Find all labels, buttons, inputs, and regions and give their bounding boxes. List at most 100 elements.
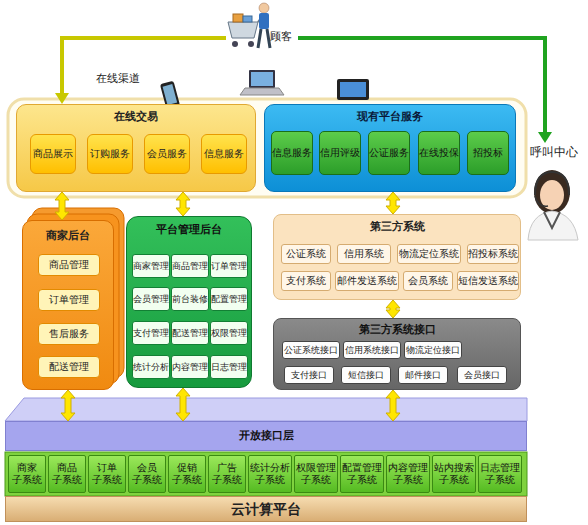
person-head [259, 3, 269, 13]
node-label: 商品 子系统 [49, 462, 85, 486]
cart-goods [243, 16, 252, 22]
system-box: 信用系统 [337, 244, 391, 264]
module-box: 前台装修 [171, 287, 209, 311]
service-box: 信息服务 [201, 134, 247, 174]
node-label: 内容管理 [172, 362, 208, 373]
node-label: 订单 子系统 [89, 462, 125, 486]
module-box: 支付管理 [132, 321, 170, 345]
connector-line [298, 38, 545, 134]
module-box: 配送管理 [38, 356, 100, 378]
node-label: 订单管理 [211, 261, 247, 272]
laptop-base [240, 88, 284, 95]
module-box: 统计分析 [132, 355, 170, 379]
node-label: 顾客 [270, 30, 292, 43]
tablet-screen [340, 82, 366, 97]
subsystem-box: 权限管理 子系统 [294, 455, 338, 493]
channel-label: 在线渠道 [96, 72, 140, 85]
node-label: 商品管理 [49, 259, 89, 271]
module-box: 商品管理 [38, 254, 100, 276]
node-label: 会员系统 [408, 275, 448, 287]
service-box: 订购服务 [87, 134, 133, 174]
node-label: 权限管理 子系统 [295, 462, 337, 486]
subsystem-box: 商家 子系统 [8, 455, 46, 493]
node-label: 招投标系统 [468, 248, 518, 260]
module-box: 订单管理 [210, 254, 248, 278]
module-box: 会员管理 [132, 287, 170, 311]
system-box: 邮件发送系统 [335, 271, 399, 291]
service-box: 在线投保 [418, 131, 460, 175]
cart-goods [233, 14, 243, 22]
node-label: 订单管理 [49, 294, 89, 306]
cart-wheel [232, 41, 238, 47]
group-box: 第三方系统接口公证系统接口信用系统接口物流定位接口支付接口短信接口邮件接口会员接… [273, 318, 521, 390]
node-label: 商品展示 [33, 148, 73, 160]
node-label: 短信接口 [348, 370, 384, 381]
node-label: 开放接口层 [239, 429, 294, 442]
node-label: 配送管理 [49, 361, 89, 373]
subsystem-box: 商品 子系统 [48, 455, 86, 493]
node-label: 订购服务 [90, 148, 130, 160]
actor-node: 顾客 [226, 2, 298, 54]
interface-box: 会员接口 [457, 366, 507, 384]
group-heading: 第三方系统接口 [274, 323, 520, 336]
module-box: 配置管理 [210, 287, 248, 311]
outer-frame [8, 99, 526, 197]
subsystem-box: 会员 子系统 [128, 455, 166, 493]
connector [55, 192, 69, 220]
node-label: 售后服务 [49, 328, 89, 340]
module-box: 内容管理 [171, 355, 209, 379]
subsystem-box: 统计分析 子系统 [248, 455, 292, 493]
group-box: 第三方系统公证系统信用系统物流定位系统招投标系统支付系统邮件发送系统会员系统短信… [273, 214, 521, 300]
node-label: 招投标 [473, 147, 503, 159]
arrow-head [55, 93, 69, 104]
node-label: 信息服务 [204, 148, 244, 160]
connector-line [62, 38, 226, 95]
node-label: 支付接口 [291, 370, 327, 381]
node-label: 支付系统 [286, 275, 326, 287]
subsystem-box: 广告 子系统 [208, 455, 246, 493]
node-label: 信息服务 [272, 147, 312, 159]
group-box: 现有平台服务信息服务信用评级公证服务在线投保招投标 [264, 104, 516, 192]
module-box: 售后服务 [38, 323, 100, 345]
subsystem-box: 站内搜索 子系统 [432, 455, 476, 493]
cart-basket [228, 22, 258, 38]
connector [55, 38, 226, 104]
node-label: 信用评级 [320, 147, 360, 159]
double-arrow [61, 390, 75, 421]
group-heading: 在线交易 [17, 110, 255, 123]
subsystem-box: 配置管理 子系统 [340, 455, 384, 493]
node-label: 云计算平台 [231, 501, 301, 518]
node-label: 内容管理 子系统 [387, 462, 429, 486]
group-heading: 现有平台服务 [265, 110, 515, 123]
service-box: 会员服务 [144, 134, 190, 174]
group-heading: 平台管理后台 [127, 223, 251, 236]
connector [61, 390, 75, 421]
module-box: 日志管理 [210, 355, 248, 379]
system-box: 物流定位系统 [397, 244, 461, 264]
system-box: 公证系统 [281, 244, 331, 264]
subsystem-box: 订单 子系统 [88, 455, 126, 493]
group-box: 商家后台商品管理订单管理售后服务配送管理 [22, 220, 114, 390]
system-box: 支付系统 [281, 271, 331, 291]
node-label: 配置管理 子系统 [341, 462, 383, 486]
node-label: 配送管理 [172, 328, 208, 339]
laptop-screen [251, 72, 273, 86]
tablet-body [337, 79, 369, 100]
connector [176, 388, 190, 421]
node-label: 邮件发送系统 [337, 275, 397, 287]
node-label: 广告 子系统 [209, 462, 245, 486]
double-arrow [176, 388, 190, 421]
node-label: 物流定位接口 [406, 345, 460, 356]
cart-wheel [248, 41, 254, 47]
node-label: 在线投保 [419, 147, 459, 159]
double-arrow [386, 192, 400, 214]
agent-collar [544, 212, 560, 228]
node-label: 会员 子系统 [129, 462, 165, 486]
node-label: 权限管理 [211, 328, 247, 339]
node-label: 公证系统 [286, 248, 326, 260]
node-label: 短信发送系统 [458, 275, 518, 287]
node-label: 支付管理 [133, 328, 169, 339]
service-box: 商品展示 [30, 134, 76, 174]
